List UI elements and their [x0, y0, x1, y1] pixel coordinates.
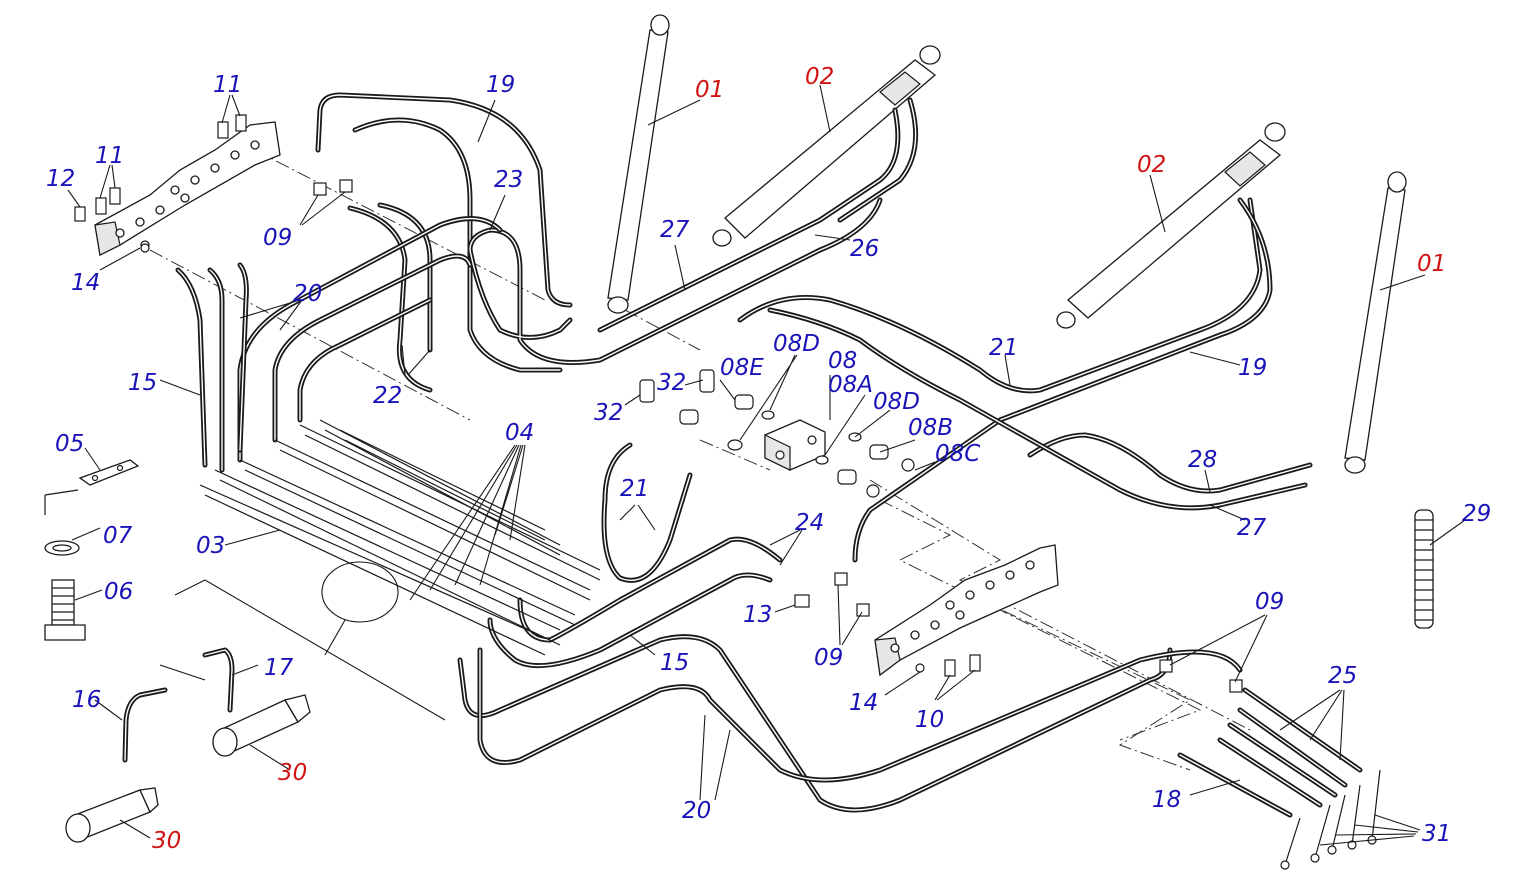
quick-couplers-31: [1280, 769, 1381, 870]
hose-20-left-a: [207, 267, 225, 473]
spiral-guard-29: [1414, 509, 1434, 629]
mounting-plate-right: [874, 544, 1059, 677]
label-14: 14: [71, 270, 100, 296]
label-31: 31: [1422, 821, 1451, 847]
label-22: 22: [373, 383, 402, 409]
lift-cylinder-01-left: [607, 14, 670, 314]
label-08: 08: [828, 348, 857, 374]
bracket-05: [78, 459, 140, 486]
label-08B: 08B: [908, 415, 953, 441]
label-20: 20: [682, 798, 711, 824]
label-02: 02: [1137, 152, 1166, 178]
tilt-cylinder-02-right: [1056, 122, 1286, 329]
label-24: 24: [795, 510, 824, 536]
label-15: 15: [660, 650, 689, 676]
cylinder-30-lower: [65, 787, 159, 843]
label-08E: 08E: [720, 355, 764, 381]
center-lines: [149, 149, 1251, 771]
hose-16: [122, 687, 168, 763]
label-21: 21: [620, 476, 649, 502]
mounting-plate-left: [94, 121, 281, 256]
label-08D: 08D: [873, 389, 920, 415]
label-25: 25: [1328, 663, 1357, 689]
label-05: 05: [55, 431, 84, 457]
label-21: 21: [989, 335, 1018, 361]
valve-block-08: [764, 419, 826, 471]
label-19: 19: [486, 72, 515, 98]
label-07: 07: [103, 523, 133, 549]
label-02: 02: [805, 64, 834, 90]
label-01: 01: [695, 77, 724, 103]
label-28: 28: [1188, 447, 1217, 473]
label-14: 14: [849, 690, 878, 716]
hose-21-lower: [601, 442, 693, 583]
label-11: 11: [213, 72, 242, 98]
label-29: 29: [1462, 501, 1491, 527]
label-11: 11: [95, 143, 124, 169]
label-16: 16: [72, 687, 101, 713]
label-06: 06: [104, 579, 133, 605]
label-30: 30: [152, 828, 181, 854]
label-09: 09: [814, 645, 843, 671]
label-08A: 08A: [828, 372, 873, 398]
label-27: 27: [1237, 515, 1267, 541]
label-30: 30: [278, 760, 307, 786]
label-04: 04: [505, 420, 534, 446]
label-20: 20: [293, 281, 322, 307]
label-01: 01: [1417, 251, 1446, 277]
label-09: 09: [1255, 589, 1284, 615]
rigid-pipes-03-04: [199, 419, 601, 656]
label-27: 27: [660, 217, 690, 243]
leader-lines: [67, 84, 1466, 846]
hoses: [122, 92, 1363, 818]
label-15: 15: [128, 370, 157, 396]
label-13: 13: [743, 602, 772, 628]
label-32: 32: [594, 400, 623, 426]
label-18: 18: [1152, 787, 1181, 813]
lift-cylinder-01-right: [1344, 171, 1407, 474]
label-19: 19: [1238, 355, 1267, 381]
washer-07: [44, 489, 80, 556]
cylinder-30-upper: [212, 694, 311, 757]
hose-19-left: [315, 92, 573, 308]
hose-23: [352, 117, 563, 373]
label-12: 12: [46, 166, 75, 192]
label-08D: 08D: [773, 331, 820, 357]
part-labels: 01 02 02 01 30 30 11 11 12 14 09 19 23 2…: [46, 64, 1491, 854]
hose-17: [202, 647, 235, 713]
label-17: 17: [264, 655, 294, 681]
detail-callout: [159, 561, 446, 721]
label-10: 10: [915, 707, 944, 733]
label-03: 03: [196, 533, 225, 559]
fittings: [74, 114, 1243, 693]
label-26: 26: [850, 236, 879, 262]
label-23: 23: [494, 167, 523, 193]
bolt-06: [44, 579, 86, 641]
label-09: 09: [263, 225, 292, 251]
label-08C: 08C: [935, 441, 980, 467]
label-32: 32: [657, 370, 686, 396]
tilt-cylinder-02-left: [712, 45, 941, 247]
